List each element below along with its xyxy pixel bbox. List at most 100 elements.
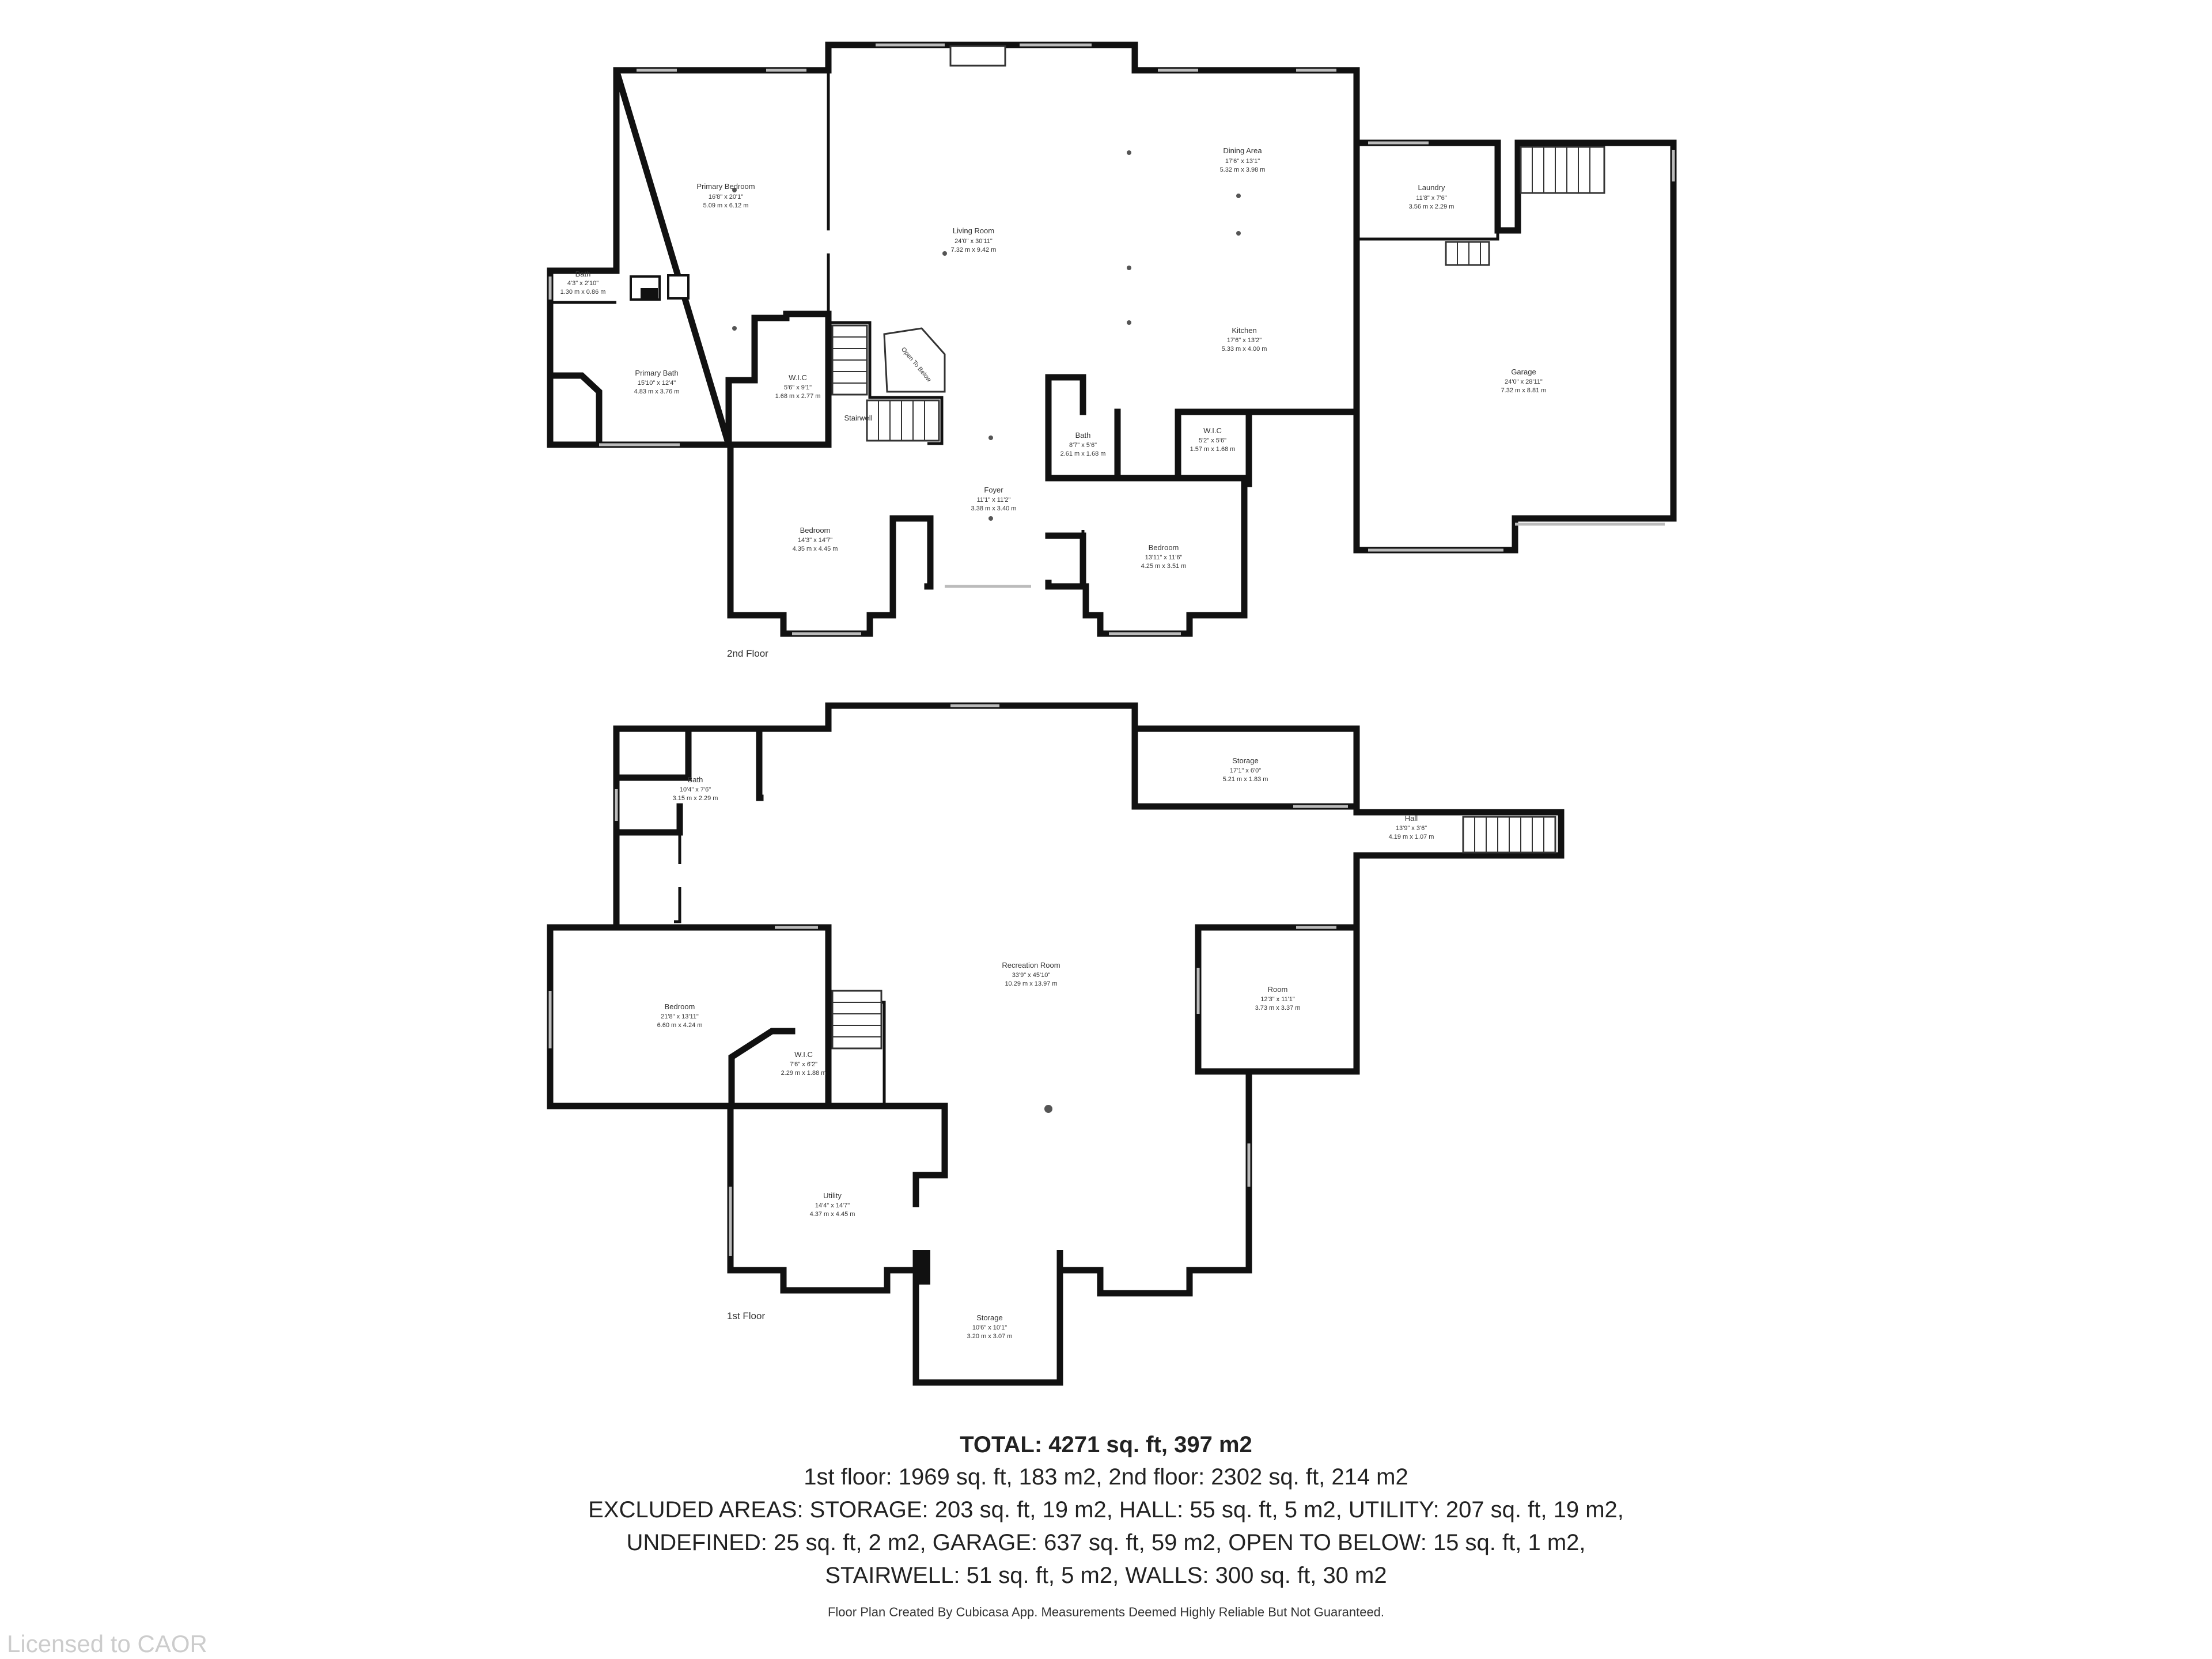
excluded-areas-line-3: STAIRWELL: 51 sq. ft, 5 m2, WALLS: 300 s… [825, 1563, 1387, 1588]
disclaimer-text: Floor Plan Created By Cubicasa App. Meas… [827, 1605, 1385, 1619]
svg-text:Living Room: Living Room [953, 226, 994, 235]
stairwell-stairs [831, 324, 940, 442]
svg-text:10'6" x 10'1": 10'6" x 10'1" [972, 1324, 1007, 1331]
svg-text:W.I.C: W.I.C [1203, 426, 1222, 435]
svg-text:Bedroom: Bedroom [665, 1002, 695, 1011]
bath-lower-inner-wall [674, 832, 681, 923]
svg-text:Room: Room [1268, 985, 1288, 994]
room-label-dining-area: Dining Area 17'6" x 13'1" 5.32 m x 3.98 … [1220, 146, 1266, 173]
garage-stairs [1445, 146, 1605, 266]
primary-bath-niche-wall [547, 372, 603, 448]
svg-text:Kitchen: Kitchen [1232, 326, 1256, 335]
open-to-below-outline [883, 327, 946, 393]
room-label-laundry: Laundry 11'8" x 7'6" 3.56 m x 2.29 m [1409, 183, 1455, 210]
svg-text:3.56 m x 2.29 m: 3.56 m x 2.29 m [1409, 203, 1455, 210]
room-label-primary-bath: Primary Bath 15'10" x 12'4" 4.83 m x 3.7… [634, 369, 680, 395]
svg-text:4.19 m x 1.07 m: 4.19 m x 1.07 m [1389, 834, 1434, 840]
svg-text:21'8" x 13'11": 21'8" x 13'11" [661, 1013, 699, 1020]
svg-text:5'2" x 5'6": 5'2" x 5'6" [1199, 437, 1226, 444]
svg-text:Hall: Hall [1405, 814, 1418, 823]
second-floor-windows [548, 43, 1675, 635]
primary-bath-wall [547, 267, 790, 448]
room-label-bath-upper-left: Bath 4'3" x 2'10" 1.30 m x 0.86 m [560, 270, 606, 296]
svg-text:1.30 m x 0.86 m: 1.30 m x 0.86 m [560, 289, 606, 296]
room-label-bedroom-right: Bedroom 13'11" x 11'6" 4.25 m x 3.51 m [1141, 543, 1187, 570]
room-label-foyer: Foyer 11'1" x 11'2" 3.38 m x 3.40 m [971, 486, 1017, 512]
room-label-stairwell: Stairwell [844, 414, 872, 422]
svg-text:Bedroom: Bedroom [1149, 543, 1179, 552]
second-floor-plan: Primary Bedroom 16'8" x 20'1" 5.09 m x 6… [547, 41, 1677, 659]
room-label-room: Room 12'3" x 11'1" 3.73 m x 3.37 m [1255, 985, 1301, 1012]
fireplace-icon [949, 45, 1006, 67]
svg-text:13'9" x 3'6": 13'9" x 3'6" [1396, 825, 1427, 832]
room-label-garage: Garage 24'0" x 28'11" 7.32 m x 8.81 m [1501, 368, 1547, 394]
svg-text:7'6" x 6'2": 7'6" x 6'2" [790, 1061, 817, 1068]
svg-text:4.35 m x 4.45 m: 4.35 m x 4.45 m [793, 546, 838, 552]
excluded-areas-line-1: EXCLUDED AREAS: STORAGE: 203 sq. ft, 19 … [588, 1497, 1624, 1522]
svg-text:5.33 m x 4.00 m: 5.33 m x 4.00 m [1222, 346, 1267, 353]
area-summary: TOTAL: 4271 sq. ft, 397 m2 1st floor: 19… [0, 1429, 2212, 1620]
svg-text:Dining Area: Dining Area [1223, 146, 1262, 155]
svg-text:14'3" x 14'7": 14'3" x 14'7" [798, 537, 832, 544]
svg-text:17'6" x 13'1": 17'6" x 13'1" [1225, 158, 1260, 165]
svg-text:10.29 m x 13.97 m: 10.29 m x 13.97 m [1005, 980, 1057, 987]
room-label-wic-left: W.I.C 5'6" x 9'1" 1.68 m x 2.77 m [775, 373, 821, 400]
svg-text:Primary Bedroom: Primary Bedroom [696, 182, 755, 191]
svg-text:7.32 m x 8.81 m: 7.32 m x 8.81 m [1501, 387, 1547, 394]
svg-text:Storage: Storage [976, 1313, 1003, 1322]
svg-text:5.21 m x 1.83 m: 5.21 m x 1.83 m [1223, 776, 1268, 783]
svg-text:3.38 m x 3.40 m: 3.38 m x 3.40 m [971, 505, 1017, 512]
svg-text:W.I.C: W.I.C [789, 373, 807, 382]
room-label-living-room: Living Room 24'0" x 30'11" 7.32 m x 9.42… [951, 226, 997, 253]
first-floor-outer-wall [547, 702, 1565, 1386]
svg-text:2.29 m x 1.88 m: 2.29 m x 1.88 m [781, 1070, 827, 1077]
wic-left-wall [727, 310, 832, 448]
utility-block [916, 1250, 930, 1285]
svg-text:2.61 m x 1.68 m: 2.61 m x 1.68 m [1060, 450, 1106, 457]
svg-text:1.68 m x 2.77 m: 1.68 m x 2.77 m [775, 393, 821, 400]
svg-text:11'8" x 7'6": 11'8" x 7'6" [1416, 195, 1446, 202]
excluded-areas-line-2: UNDEFINED: 25 sq. ft, 2 m2, GARAGE: 637 … [626, 1530, 1586, 1555]
svg-text:5.32 m x 3.98 m: 5.32 m x 3.98 m [1220, 166, 1266, 173]
svg-text:10'4" x 7'6": 10'4" x 7'6" [680, 786, 711, 793]
utility-wall [727, 1103, 948, 1207]
svg-text:17'1" x 6'0": 17'1" x 6'0" [1230, 767, 1261, 774]
svg-text:24'0" x 28'11": 24'0" x 28'11" [1505, 378, 1543, 385]
room-label-wic-right: W.I.C 5'2" x 5'6" 1.57 m x 1.68 m [1190, 426, 1236, 453]
svg-text:3.73 m x 3.37 m: 3.73 m x 3.37 m [1255, 1005, 1301, 1012]
svg-text:33'9" x 45'10": 33'9" x 45'10" [1012, 972, 1051, 979]
svg-text:4'3" x 2'10": 4'3" x 2'10" [567, 280, 599, 287]
svg-text:6.60 m x 4.24 m: 6.60 m x 4.24 m [657, 1022, 703, 1029]
floor-label-second: 2nd Floor [727, 648, 768, 659]
first-floor-plan: Bath 10'4" x 7'6" 3.15 m x 2.29 m Storag… [547, 702, 1565, 1386]
svg-text:Bedroom: Bedroom [800, 526, 831, 535]
svg-text:3.15 m x 2.29 m: 3.15 m x 2.29 m [673, 795, 718, 802]
bath-middle-wall [1045, 374, 1252, 487]
room-label-bath-lower: Bath 10'4" x 7'6" 3.15 m x 2.29 m [673, 775, 718, 802]
svg-text:W.I.C: W.I.C [794, 1050, 813, 1059]
svg-text:1.57 m x 1.68 m: 1.57 m x 1.68 m [1190, 446, 1236, 453]
license-watermark: Licensed to CAOR [7, 1630, 207, 1657]
svg-text:4.25 m x 3.51 m: 4.25 m x 3.51 m [1141, 563, 1187, 570]
svg-text:3.20 m x 3.07 m: 3.20 m x 3.07 m [967, 1333, 1013, 1340]
svg-text:5.09 m x 6.12 m: 5.09 m x 6.12 m [703, 202, 749, 209]
room-label-hall: Hall 13'9" x 3'6" 4.19 m x 1.07 m [1389, 814, 1434, 840]
second-floor-light-fixtures [732, 150, 1241, 521]
svg-text:Utility: Utility [823, 1191, 842, 1200]
svg-text:Garage: Garage [1511, 368, 1536, 376]
room-label-primary-bedroom: Primary Bedroom 16'8" x 20'1" 5.09 m x 6… [696, 182, 755, 209]
room-label-bath-middle: Bath 8'7" x 5'6" 2.61 m x 1.68 m [1060, 431, 1106, 457]
svg-text:Stairwell: Stairwell [844, 414, 872, 422]
laundry-garage-divider [1357, 230, 1499, 241]
svg-text:Foyer: Foyer [984, 486, 1003, 494]
floor-label-first: 1st Floor [727, 1310, 765, 1321]
svg-text:13'11" x 11'6": 13'11" x 11'6" [1145, 554, 1183, 561]
svg-text:Laundry: Laundry [1418, 183, 1445, 192]
svg-text:24'0" x 30'11": 24'0" x 30'11" [955, 238, 993, 245]
svg-text:8'7" x 5'6": 8'7" x 5'6" [1069, 442, 1097, 449]
bedroom-lower-wall [547, 924, 832, 1109]
floor-areas-line: 1st floor: 1969 sq. ft, 183 m2, 2nd floo… [804, 1464, 1408, 1490]
svg-text:5'6" x 9'1": 5'6" x 9'1" [784, 384, 812, 391]
